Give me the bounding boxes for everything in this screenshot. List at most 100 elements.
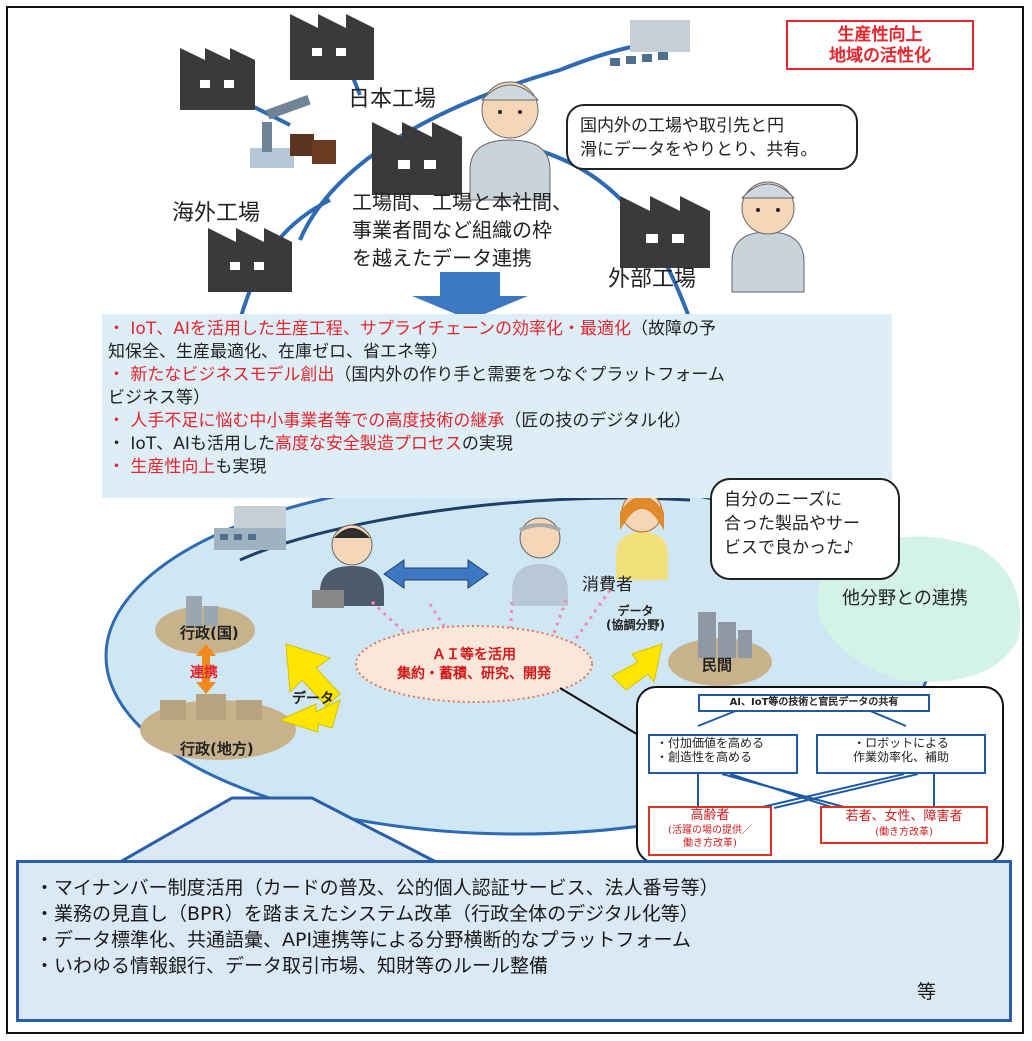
initiative-suffix: 等 — [917, 981, 937, 1003]
robot-arm-icon — [250, 94, 336, 168]
overseas-factory-label: 海外工場 — [172, 201, 261, 226]
benefit-row: ビジネス等） — [108, 387, 886, 410]
detail-callout: AI、IoT等の技術と官民データの共有 ・付加価値を高める ・創造性を高める ・… — [636, 686, 1004, 864]
elderly-sub1: (活躍の場の提供／ — [668, 825, 752, 836]
gov-local-label: 行政(地方) — [180, 740, 254, 758]
center-line3: を越えたデータ連携 — [352, 246, 532, 270]
japan-factory-label: 日本工場 — [348, 87, 437, 112]
benefit-row: ・ IoT、AIを活用した生産工程、サプライチェーンの効率化・最適化（故障の予 — [108, 318, 886, 341]
robot-support-box: ・ロボットによる 作業効率化、補助 — [816, 734, 986, 774]
benefit-text: （故障の予 — [631, 319, 716, 339]
ai-line1: ＡＩ等を活用 — [432, 647, 516, 663]
private-label: 民間 — [702, 656, 733, 674]
speech-bubble-factory: 国内外の工場や取引先と円 滑にデータをやりとり、共有。 — [566, 104, 858, 170]
value-creation-box: ・付加価値を高める ・創造性を高める — [648, 734, 798, 774]
benefit-prefix: ・ — [108, 457, 131, 477]
value-line1: ・付加価値を高める — [656, 736, 765, 750]
office-building-icon — [214, 506, 286, 550]
benefit-text: （国内外の作り手と需要をつなぐプラットフォーム — [334, 365, 725, 385]
benefits-list: ・ IoT、AIを活用した生産工程、サプライチェーンの効率化・最適化（故障の予 … — [102, 314, 892, 498]
office-building-icon — [610, 20, 690, 66]
center-description: 工場間、工場と本社間、 事業者間など組織の枠 を越えたデータ連携 — [352, 188, 572, 272]
youth-box: 若者、女性、障害者 (働き方改革) — [820, 806, 988, 844]
benefit-highlight: 人手不足に悩む中小事業者等での高度技術の継承 — [130, 411, 505, 431]
yellow-arrow-icon — [278, 699, 341, 733]
productivity-badge: 生産性向上 地域の活性化 — [786, 20, 974, 70]
badge-line1: 生産性向上 — [837, 25, 923, 45]
worker-icon — [469, 81, 551, 201]
benefit-prefix: ・ — [108, 411, 131, 431]
initiative-item: ・業務の見直し（BPR）を踏まえたシステム改革（行政全体のデジタル化等） — [35, 903, 699, 925]
youth-label: 若者、女性、障害者 — [845, 809, 963, 824]
ai-center-blob — [355, 625, 593, 703]
data-coop-line2: (協調分野) — [606, 618, 665, 632]
worker-icon — [731, 181, 805, 293]
factory-icon — [372, 122, 462, 195]
elderly-person-icon — [512, 517, 568, 606]
bottom-initiatives-panel: ・マイナンバー制度活用（カードの普及、公的個人認証サービス、法人番号等） ・業務… — [16, 860, 1012, 1022]
benefit-highlight: 新たなビジネスモデル創出 — [130, 365, 335, 385]
down-arrow-icon — [412, 272, 528, 320]
benefit-highlight: IoT、AIを活用した生産工程、サプライチェーンの効率化・最適化 — [130, 319, 631, 339]
initiative-item: ・マイナンバー制度活用（カードの普及、公的個人認証サービス、法人番号等） — [35, 877, 719, 899]
gov-link-arrow — [196, 644, 216, 694]
value-line2: ・創造性を高める — [656, 750, 753, 764]
data-coop-line1: データ — [617, 604, 654, 618]
ai-center-text: ＡＩ等を活用 集約・蓄積、研究、開発 — [376, 646, 572, 684]
ai-line2: 集約・蓄積、研究、開発 — [397, 666, 551, 682]
robot-line2: 作業効率化、補助 — [852, 750, 949, 764]
other-fields-label: 他分野との連携 — [842, 588, 968, 609]
benefit-text: （匠の技のデジタル化） — [504, 411, 692, 431]
factory-icon — [290, 14, 374, 80]
benefit-row: 知保全、生産最適化、在庫ゼロ、省エネ等） — [108, 341, 886, 364]
data-label: データ — [292, 691, 334, 707]
bubble-line2: 滑にデータをやりとり、共有。 — [580, 140, 818, 160]
youth-sub: (働き方改革) — [875, 827, 933, 838]
diagram-frame — [6, 6, 1024, 1034]
benefit-highlight: 高度な安全製造プロセス — [274, 434, 462, 454]
consumer-bubble-line3: ビスで良かった♪ — [724, 538, 854, 558]
benefit-row: ・ 人手不足に悩む中小事業者等での高度技術の継承（匠の技のデジタル化） — [108, 410, 886, 433]
data-flow-arrow — [428, 603, 462, 653]
elderly-sub2: 働き方改革) — [683, 838, 737, 849]
benefit-prefix: ・ — [108, 319, 131, 339]
initiative-item: ・いわゆる情報銀行、データ取引市場、知財等のルール整備 — [35, 955, 549, 977]
benefit-prefix: ・ IoT、AIも活用した — [108, 434, 275, 454]
detail-title: AI、IoT等の技術と官民データの共有 — [698, 694, 930, 712]
detail-arrows — [697, 709, 935, 809]
center-line2: 事業者間など組織の枠 — [352, 218, 552, 242]
benefit-row: ・ IoT、AIも活用した高度な安全製造プロセスの実現 — [108, 433, 886, 456]
benefit-text: ビジネス等） — [108, 388, 210, 408]
initiative-item: ・データ標準化、共通語彙、API連携等による分野横断的なプラットフォーム — [35, 929, 691, 951]
benefit-row: ・ 新たなビジネスモデル創出（国内外の作り手と需要をつなぐプラットフォーム — [108, 364, 886, 387]
elderly-label: 高齢者 — [690, 808, 730, 823]
benefit-text: の実現 — [461, 434, 513, 454]
consumer-bubble-line1: 自分のニーズに — [724, 490, 843, 510]
center-line1: 工場間、工場と本社間、 — [352, 190, 572, 214]
consumer-label: 消費者 — [582, 575, 633, 595]
benefit-prefix: ・ — [108, 365, 131, 385]
badge-line2: 地域の活性化 — [829, 46, 931, 66]
benefit-row: ・ 生産性向上も実現 — [108, 456, 886, 479]
yellow-arrow-icon — [611, 643, 663, 691]
bubble-line1: 国内外の工場や取引先と円 — [580, 116, 784, 136]
factory-icon — [208, 228, 292, 292]
robot-line1: ・ロボットによる — [853, 736, 949, 750]
factory-icon — [620, 196, 710, 268]
elderly-box: 高齢者 (活躍の場の提供／ 働き方改革) — [648, 806, 772, 856]
benefit-text: 知保全、生産最適化、在庫ゼロ、省エネ等） — [108, 342, 448, 362]
detail-pointer — [559, 687, 641, 737]
double-arrow-icon — [383, 559, 489, 589]
yellow-arrow-icon — [285, 643, 341, 707]
gov-national-mound — [155, 606, 255, 654]
data-coop-label: データ (協調分野) — [606, 604, 665, 632]
businessman-icon — [312, 524, 384, 608]
consumer-bubble-line2: 合った製品やサー — [724, 514, 860, 534]
data-flow-arrow — [546, 599, 568, 651]
factory-icons — [180, 14, 710, 292]
woman-icon — [616, 491, 668, 580]
external-factory-label: 外部工場 — [608, 267, 697, 292]
factory-icon — [180, 48, 255, 110]
benefit-text: も実現 — [215, 457, 267, 477]
speech-bubble-consumer: 自分のニーズに 合った製品やサー ビスで良かった♪ — [710, 478, 900, 580]
